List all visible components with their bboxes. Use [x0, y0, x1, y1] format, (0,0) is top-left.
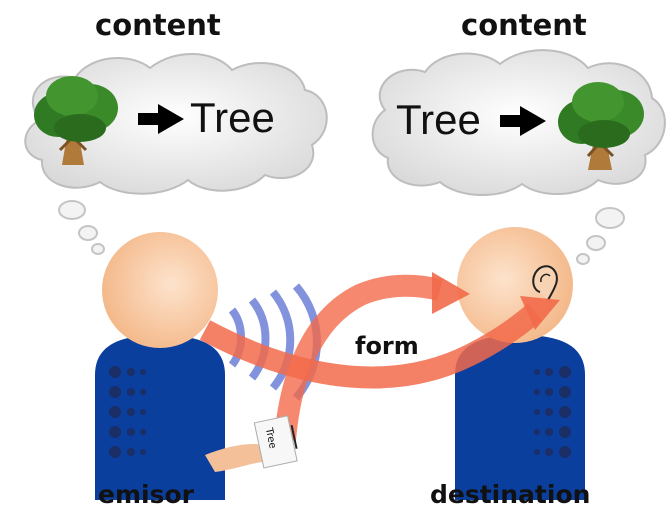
right-right-arrow-icon — [500, 106, 546, 136]
destination-body — [455, 335, 585, 500]
destination-person — [455, 227, 585, 500]
thought-bubble — [91, 243, 105, 255]
thought-bubble — [78, 225, 98, 241]
left-right-arrow-icon — [138, 104, 184, 134]
spoken-form-arrow — [199, 296, 560, 389]
emisor-person — [95, 232, 273, 500]
emisor-head — [102, 232, 218, 348]
thought-bubble — [58, 200, 86, 220]
emisor-body — [95, 335, 225, 500]
form-label: form — [355, 332, 419, 360]
destination-label: destination — [430, 480, 591, 509]
emisor-hand — [205, 444, 273, 472]
thought-bubble — [595, 207, 625, 229]
right-content-heading: content — [461, 8, 587, 42]
left-tree-icon — [34, 76, 118, 165]
paper-note: Tree — [253, 415, 298, 469]
emisor-label: emisor — [98, 480, 194, 509]
written-form-arrow — [274, 272, 470, 441]
thought-bubble — [576, 253, 590, 265]
destination-body-dots — [534, 366, 571, 458]
thought-bubble — [586, 235, 606, 251]
left-content-heading: content — [95, 8, 221, 42]
left-cloud-word: Tree — [190, 94, 275, 141]
paper-note-text: Tree — [263, 426, 278, 450]
right-cloud-word: Tree — [396, 96, 481, 143]
ear-icon — [532, 265, 558, 301]
right-tree-icon — [558, 82, 644, 170]
emisor-body-dots — [109, 366, 146, 458]
